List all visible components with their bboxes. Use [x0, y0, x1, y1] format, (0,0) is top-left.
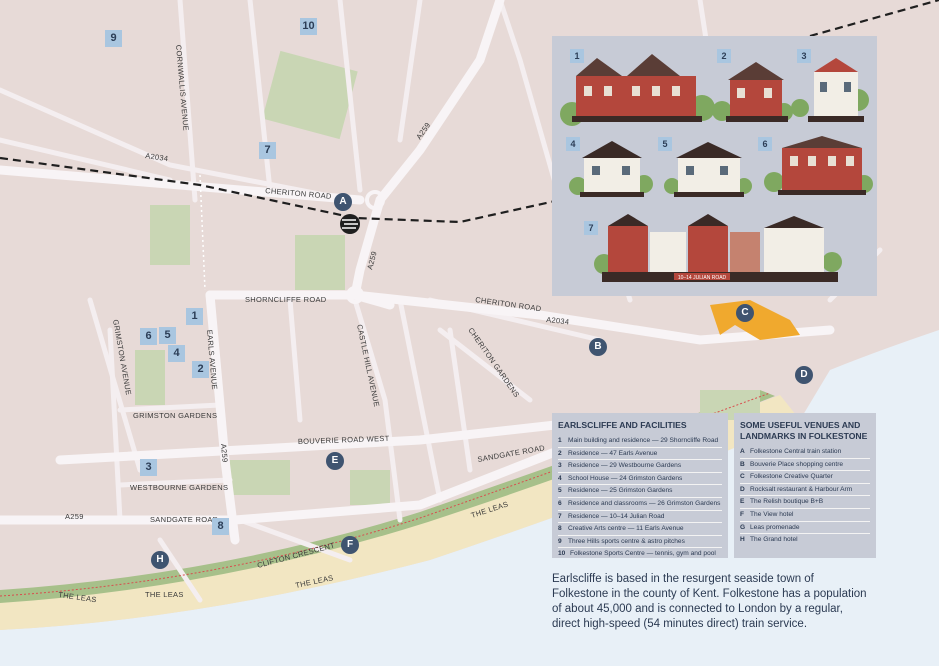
marker-3[interactable]: 3 — [140, 459, 157, 476]
road-label: BOUVERIE ROAD WEST — [298, 434, 390, 446]
road-label: WESTBOURNE GARDENS — [130, 483, 228, 492]
building-6 — [764, 136, 873, 195]
marker-e[interactable]: E — [326, 452, 344, 470]
building-7: 10–14 JULIAN ROAD — [594, 214, 842, 282]
creative-quarter-area — [710, 300, 800, 340]
main-roads — [0, 0, 835, 545]
marker-6[interactable]: 6 — [140, 328, 157, 345]
legend-venues-title: SOME USEFUL VENUES AND LANDMARKS IN FOLK… — [740, 420, 868, 441]
marker-5[interactable]: 5 — [159, 327, 176, 344]
legend-venues: SOME USEFUL VENUES AND LANDMARKS IN FOLK… — [734, 413, 876, 558]
building-4 — [569, 141, 653, 197]
railway — [0, 156, 561, 224]
marker-b[interactable]: B — [589, 338, 607, 356]
marker-8[interactable]: 8 — [212, 518, 229, 535]
inset-label-6: 6 — [758, 137, 772, 151]
marker-4[interactable]: 4 — [168, 345, 185, 362]
building-illustrations: 10–14 JULIAN ROAD — [560, 54, 873, 282]
road-label: THE LEAS — [145, 590, 184, 599]
road-label: GRIMSTON GARDENS — [133, 411, 217, 420]
marker-c[interactable]: C — [736, 304, 754, 322]
inset-label-1: 1 — [570, 49, 584, 63]
inset-label-2: 2 — [717, 49, 731, 63]
inset-label-5: 5 — [658, 137, 672, 151]
sea — [0, 330, 939, 666]
road-label: SHORNCLIFFE ROAD — [245, 295, 327, 304]
marker-d[interactable]: D — [795, 366, 813, 384]
road-label: A259 — [65, 512, 84, 521]
road-label: A2034 — [546, 315, 570, 326]
marker-h[interactable]: H — [151, 551, 169, 569]
marker-1[interactable]: 1 — [186, 308, 203, 325]
marker-9[interactable]: 9 — [105, 30, 122, 47]
marker-f[interactable]: F — [341, 536, 359, 554]
buildings-inset: 1 2 3 4 5 6 7 — [552, 36, 877, 296]
marker-7[interactable]: 7 — [259, 142, 276, 159]
marker-2[interactable]: 2 — [192, 361, 209, 378]
road-label: A259 — [219, 443, 230, 462]
legend-facilities-title: EARLSCLIFFE AND FACILITIES — [558, 420, 687, 430]
building-1 — [560, 54, 715, 126]
building-2 — [712, 62, 793, 122]
description-text: Earlscliffe is based in the resurgent se… — [552, 573, 867, 630]
building-3 — [791, 58, 869, 122]
inset-caption-7: 10–14 JULIAN ROAD — [678, 275, 727, 281]
inset-label-4: 4 — [566, 137, 580, 151]
parks — [135, 50, 760, 505]
inset-label-7: 7 — [584, 221, 598, 235]
road-label: A2034 — [145, 151, 169, 163]
rail-station-icon — [340, 214, 360, 234]
inset-label-3: 3 — [797, 49, 811, 63]
marker-a[interactable]: A — [334, 193, 352, 211]
marker-10[interactable]: 10 — [300, 18, 317, 35]
road-label: SANDGATE ROAD — [150, 515, 219, 524]
building-5 — [664, 142, 752, 197]
